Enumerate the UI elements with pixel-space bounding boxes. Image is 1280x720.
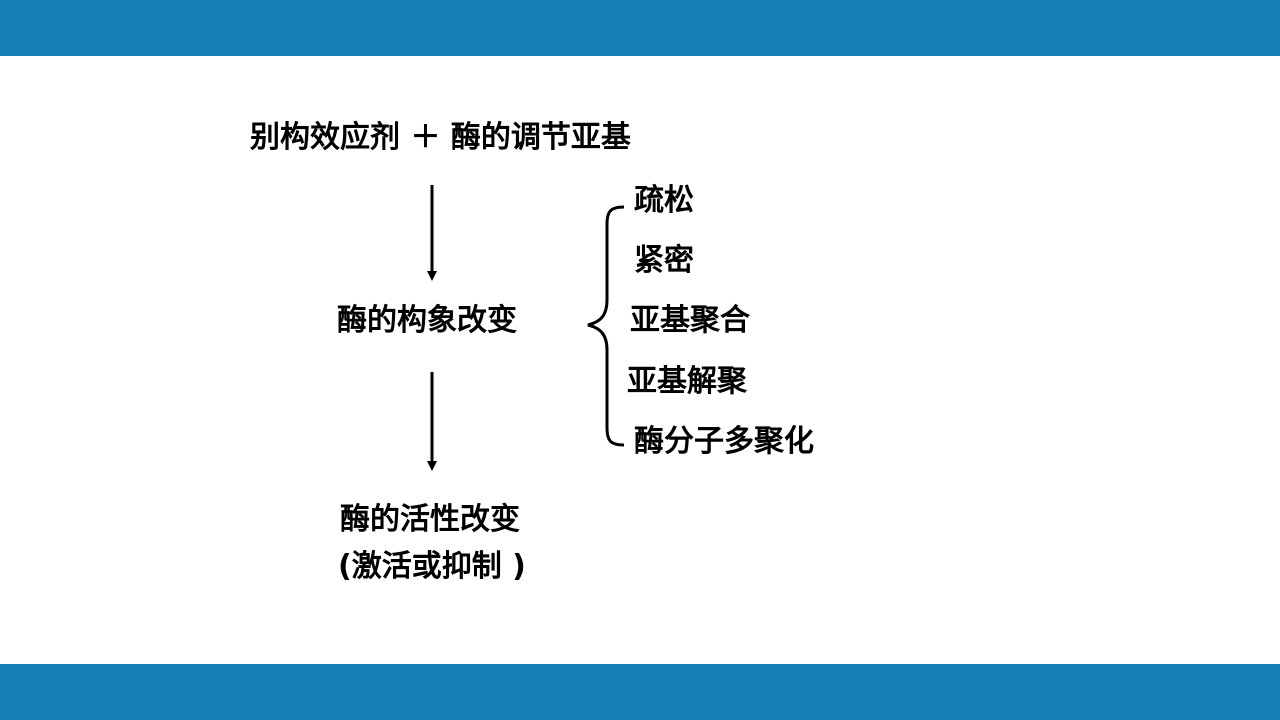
change-item-tight: 紧密 [634, 243, 694, 278]
curly-brace [587, 205, 625, 447]
change-item-loose: 疏松 [634, 183, 694, 218]
middle-label: 酶的构象改变 [337, 303, 517, 338]
change-item-subunit-aggregation: 亚基聚合 [630, 303, 750, 338]
bottom-label-line1: 酶的活性改变 [340, 502, 520, 537]
header-band [0, 0, 1280, 56]
top-label: 别构效应剂 ＋ 酶的调节亚基 [250, 120, 631, 155]
bottom-label-line2: (激活或抑制 ) [338, 549, 526, 584]
change-item-subunit-disaggregation: 亚基解聚 [627, 364, 747, 399]
change-item-enzyme-polymerization: 酶分子多聚化 [634, 424, 814, 459]
footer-band [0, 664, 1280, 720]
